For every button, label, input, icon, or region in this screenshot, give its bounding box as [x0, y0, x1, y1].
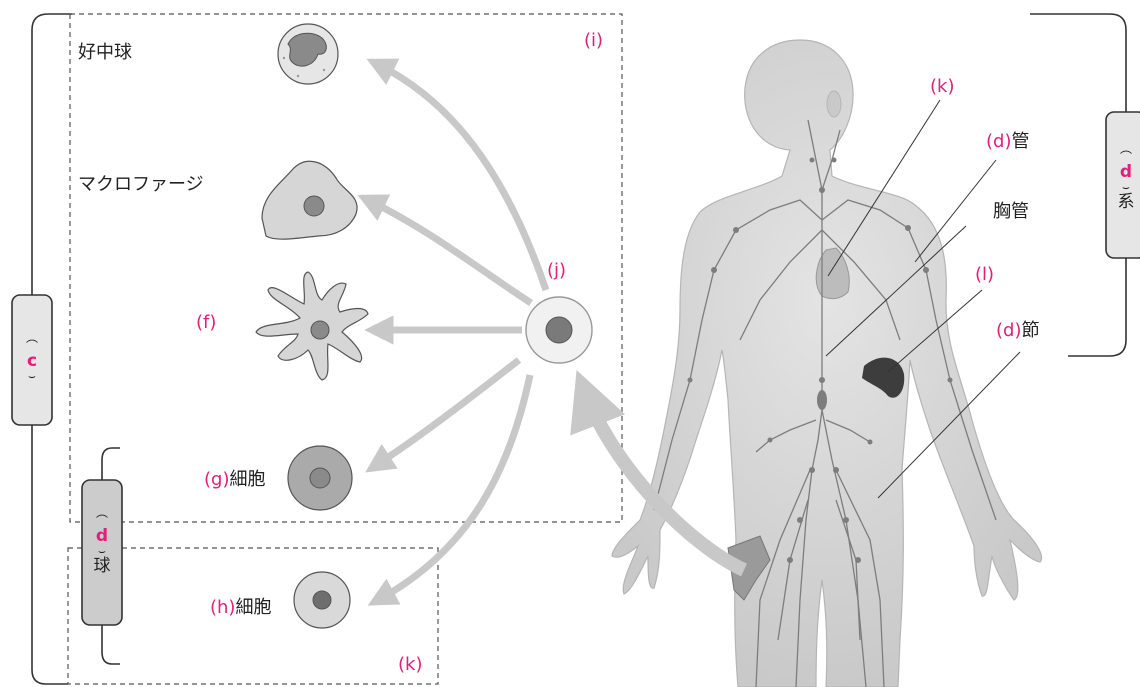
- k-bottom-label: (k): [398, 656, 422, 674]
- d-vessel-label: (d)管: [986, 133, 1029, 151]
- d-vessel-letter: (d): [986, 131, 1011, 152]
- d-system-label: ⌒ d ⌣ 系: [1106, 152, 1140, 213]
- d-node-label: (d)節: [996, 322, 1039, 340]
- stem-cell-j: [526, 297, 592, 363]
- neutrophil-label: 好中球: [78, 44, 132, 62]
- arrow-to-macrophage: [368, 200, 531, 303]
- k-top-label: (k): [930, 78, 954, 96]
- l-label: (l): [975, 266, 994, 284]
- dendritic-cell: [256, 272, 368, 380]
- g-cell: [288, 446, 352, 510]
- d-ball-rest: 球: [82, 557, 122, 577]
- h-letter: (h): [210, 597, 235, 618]
- f-label: (f): [196, 314, 216, 332]
- h-rest: 細胞: [235, 597, 271, 618]
- d-node-letter: (d): [996, 320, 1021, 341]
- h-cell-label: (h)細胞: [210, 599, 271, 617]
- d-ball-label: ⌒ d ⌣ 球: [82, 516, 122, 577]
- thoracic-duct-label: 胸管: [993, 203, 1029, 221]
- human-body-figure: [612, 40, 1042, 687]
- macrophage-cell: [262, 161, 357, 239]
- arrow-to-g-cell: [375, 360, 519, 466]
- h-cell: [294, 572, 350, 628]
- d-node-rest: 節: [1021, 320, 1039, 341]
- differentiation-arrows: [368, 64, 546, 600]
- neutrophil-cell: [278, 24, 338, 84]
- g-letter: (g): [204, 469, 229, 490]
- j-label: (j): [547, 262, 566, 280]
- g-cell-label: (g)細胞: [204, 471, 265, 489]
- i-label: (i): [584, 32, 603, 50]
- d-vessel-rest: 管: [1011, 131, 1029, 152]
- g-rest: 細胞: [229, 469, 265, 490]
- c-label: ⌒ c ⌣: [12, 341, 52, 382]
- d-system-rest: 系: [1106, 193, 1140, 213]
- macrophage-label: マクロファージ: [78, 176, 204, 194]
